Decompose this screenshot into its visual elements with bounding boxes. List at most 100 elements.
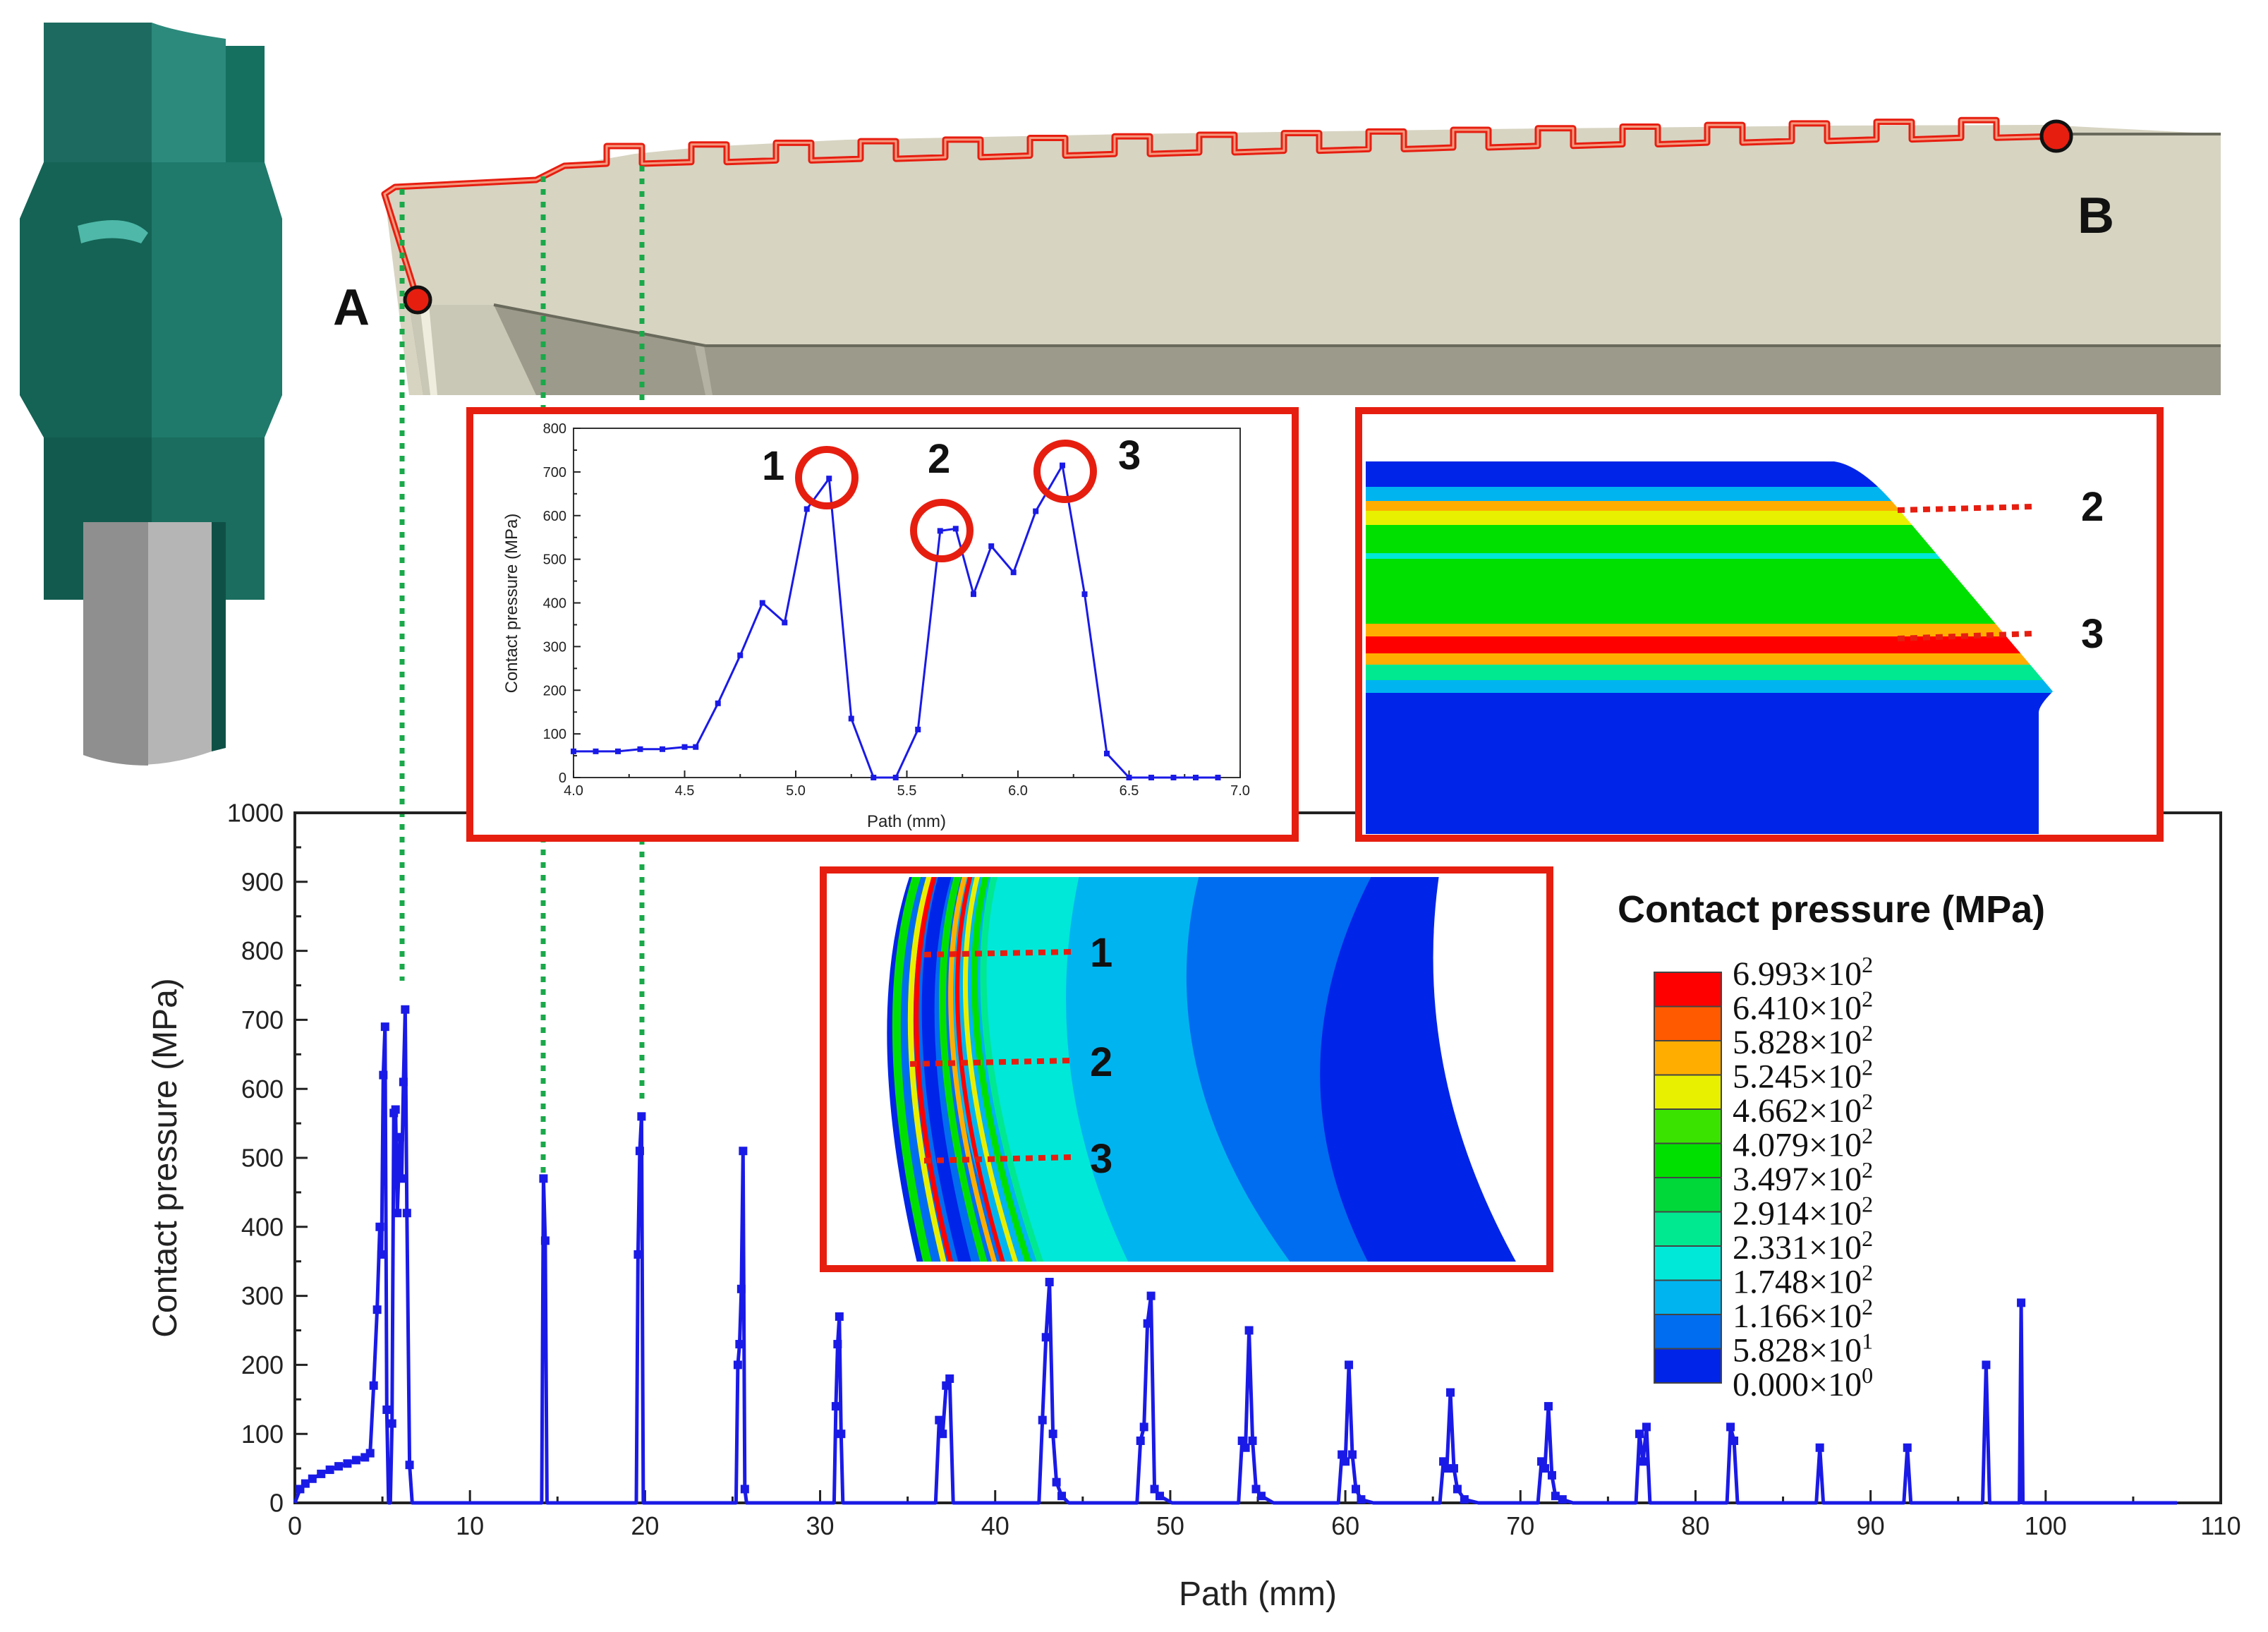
point-b-marker: [2039, 119, 2073, 153]
legend-swatch: [1654, 1348, 1722, 1384]
y-tick-label: 300: [241, 1281, 284, 1310]
x-tick-label: 40: [981, 1511, 1009, 1540]
x-tick-label: 90: [1857, 1511, 1885, 1540]
legend-value: 5.828×102: [1733, 1020, 1873, 1061]
legend-swatch: [1654, 1040, 1722, 1076]
data-point: [615, 748, 621, 754]
y-tick-label: 0: [559, 770, 566, 786]
data-point: [637, 746, 643, 752]
y-tick-label: 0: [269, 1489, 284, 1518]
data-point: [375, 1222, 384, 1231]
data-point: [1057, 1492, 1067, 1501]
data-point: [1982, 1360, 1991, 1370]
data-point: [660, 746, 665, 752]
data-point: [1244, 1326, 1254, 1335]
inset-callout-3: 3: [1118, 433, 1141, 478]
data-point: [635, 1147, 644, 1156]
data-point: [740, 1485, 749, 1494]
data-point: [405, 1461, 414, 1470]
inset-y-axis-label: Contact pressure (MPa): [502, 514, 521, 694]
data-point: [1341, 1457, 1350, 1466]
x-tick-label: 4.5: [675, 783, 695, 799]
data-point: [1547, 1470, 1556, 1480]
x-tick-label: 7.0: [1230, 783, 1250, 799]
data-point: [325, 1465, 334, 1475]
data-point: [693, 744, 699, 750]
data-point: [1215, 775, 1221, 780]
x-tick-label: 0: [288, 1511, 302, 1540]
data-point: [1136, 1436, 1145, 1445]
legend-swatch: [1654, 1279, 1722, 1315]
data-point: [833, 1340, 842, 1349]
x-tick-label: 30: [806, 1511, 835, 1540]
data-point: [372, 1305, 382, 1314]
data-point: [988, 543, 995, 550]
y-tick-label: 400: [241, 1212, 284, 1241]
point-a-marker: [403, 285, 432, 315]
data-point: [1357, 1495, 1366, 1504]
data-point: [343, 1459, 352, 1468]
legend-value: 4.662×102: [1733, 1089, 1873, 1130]
data-point: [1148, 775, 1154, 780]
inset-peak-2-circle: [910, 499, 974, 562]
x-tick-label: 110: [2200, 1511, 2240, 1540]
data-point: [391, 1105, 400, 1114]
data-point: [365, 1449, 375, 1458]
data-point: [735, 1340, 744, 1349]
legend-swatch: [1654, 1211, 1722, 1247]
data-point: [1551, 1492, 1560, 1501]
legend-value: 6.993×102: [1733, 952, 1873, 993]
data-point: [1635, 1429, 1644, 1439]
data-point: [334, 1462, 344, 1471]
data-point: [1439, 1457, 1448, 1466]
data-point: [1345, 1360, 1354, 1370]
data-point: [971, 591, 976, 598]
y-tick-label: 900: [241, 867, 284, 896]
legend-swatch: [1654, 1177, 1722, 1213]
data-point: [938, 1429, 947, 1439]
data-point: [1248, 1436, 1257, 1445]
y-tick-label: 200: [241, 1350, 284, 1379]
data-point: [1348, 1450, 1357, 1459]
legend-swatch: [1654, 1314, 1722, 1350]
x-tick-label: 4.0: [564, 783, 583, 799]
data-point: [1544, 1402, 1553, 1411]
bottom-callout-3: 3: [1090, 1136, 1112, 1182]
contour-right: 2 3: [1355, 407, 2164, 842]
data-point: [1256, 1492, 1266, 1501]
data-point: [1541, 1464, 1550, 1473]
y-tick-label: 100: [543, 727, 566, 742]
data-point: [397, 1174, 406, 1183]
main-y-axis-label: Contact pressure (MPa): [147, 978, 184, 1338]
x-tick-label: 5.0: [786, 783, 806, 799]
data-point: [1143, 1319, 1152, 1328]
data-point: [317, 1469, 326, 1478]
data-point: [387, 1419, 396, 1428]
data-point: [540, 1236, 550, 1245]
data-point: [1060, 462, 1065, 469]
data-point: [380, 1022, 389, 1032]
data-point: [382, 1405, 392, 1414]
data-point: [1104, 750, 1110, 756]
data-point: [1460, 1495, 1469, 1504]
legend-swatch: [1654, 1074, 1722, 1110]
data-point: [1081, 591, 1088, 598]
x-tick-label: 6.0: [1008, 783, 1028, 799]
data-point: [593, 748, 599, 754]
legend-value: 1.166×102: [1733, 1294, 1873, 1335]
data-point: [681, 744, 688, 750]
data-point: [401, 1005, 410, 1014]
data-point: [915, 726, 921, 732]
data-point: [831, 1402, 840, 1411]
data-point: [1237, 1436, 1247, 1445]
data-point: [1726, 1422, 1735, 1432]
legend-value: 2.914×102: [1733, 1192, 1873, 1233]
connector-3d-model: [20, 23, 282, 766]
data-point: [952, 526, 959, 532]
data-point: [803, 506, 810, 512]
data-point: [571, 748, 576, 754]
data-point: [737, 652, 744, 658]
legend-title: Contact pressure (MPa): [1618, 888, 2045, 931]
data-point: [351, 1456, 360, 1465]
data-point: [1730, 1436, 1739, 1445]
